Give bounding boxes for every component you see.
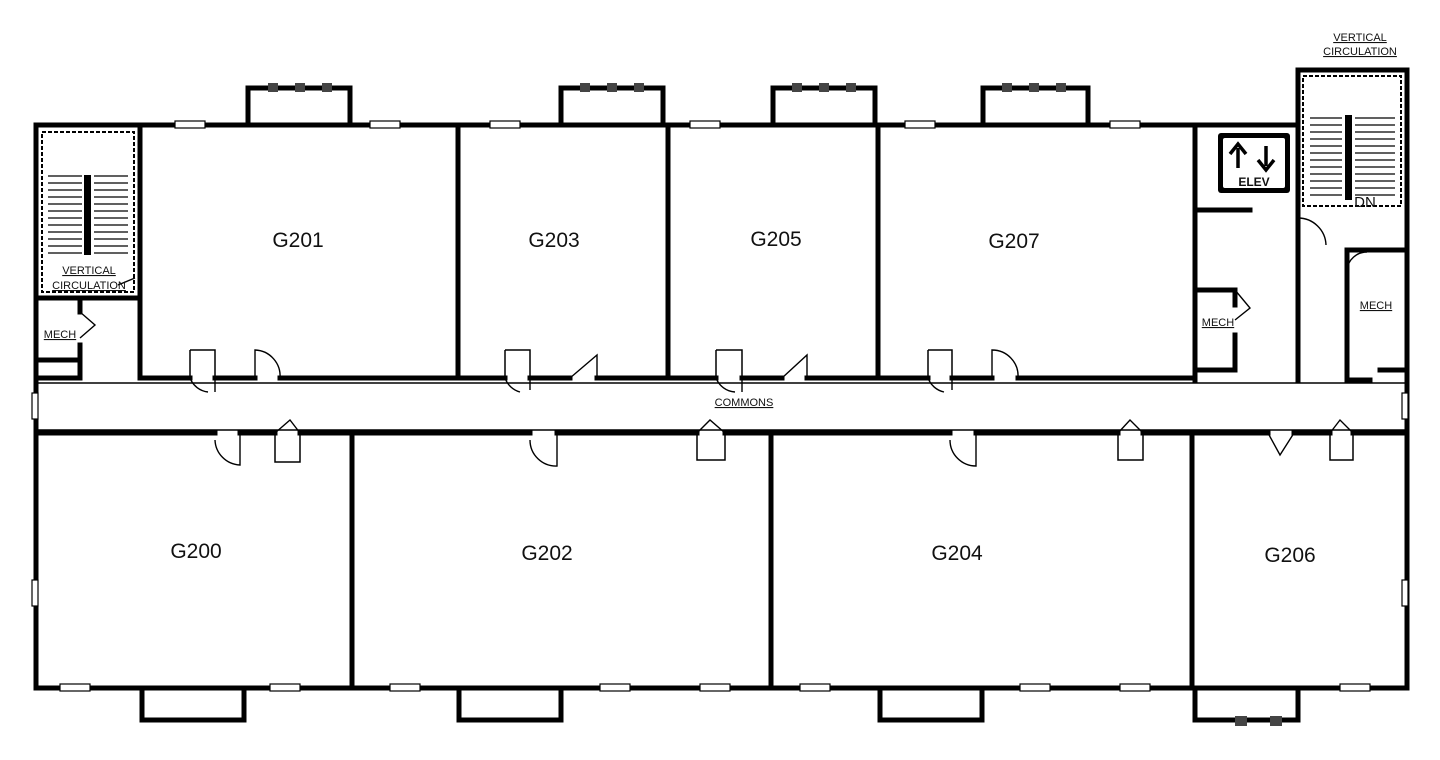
room-label-g201: G201 bbox=[272, 229, 323, 252]
west-stair bbox=[33, 131, 138, 381]
north-bay-windows bbox=[245, 83, 1091, 128]
room-label-g203: G203 bbox=[528, 229, 579, 252]
room-label-g206: G206 bbox=[1264, 544, 1315, 567]
room-label-g200: G200 bbox=[170, 540, 221, 563]
east-vertical-label: VERTICAL bbox=[1333, 32, 1387, 44]
room-label-g205: G205 bbox=[750, 228, 801, 251]
down-arrow-icon bbox=[1256, 146, 1276, 173]
corridor-edges bbox=[31, 382, 1409, 607]
west-vertical-label: VERTICAL bbox=[62, 265, 116, 277]
east-circulation-label: CIRCULATION bbox=[1323, 46, 1397, 58]
elevator-label: ELEV bbox=[1238, 175, 1269, 189]
facade-window-marks bbox=[59, 120, 1371, 692]
up-arrow-icon bbox=[1228, 141, 1248, 168]
room-label-g204: G204 bbox=[931, 542, 983, 565]
stair-down-label: DN bbox=[1354, 194, 1376, 211]
commons-label: COMMONS bbox=[715, 397, 774, 409]
west-circulation-label: CIRCULATION bbox=[52, 280, 126, 292]
center-mech-label: MECH bbox=[1202, 317, 1234, 329]
south-bay-windows bbox=[139, 685, 1301, 726]
room-label-g202: G202 bbox=[521, 542, 572, 565]
west-mech-label: MECH bbox=[44, 329, 76, 341]
south-room-walls bbox=[33, 430, 1410, 691]
east-core bbox=[1192, 75, 1410, 383]
east-mech-label: MECH bbox=[1360, 300, 1392, 312]
door-swings bbox=[189, 349, 1354, 467]
north-room-walls bbox=[137, 122, 1198, 381]
room-label-g207: G207 bbox=[988, 230, 1039, 253]
